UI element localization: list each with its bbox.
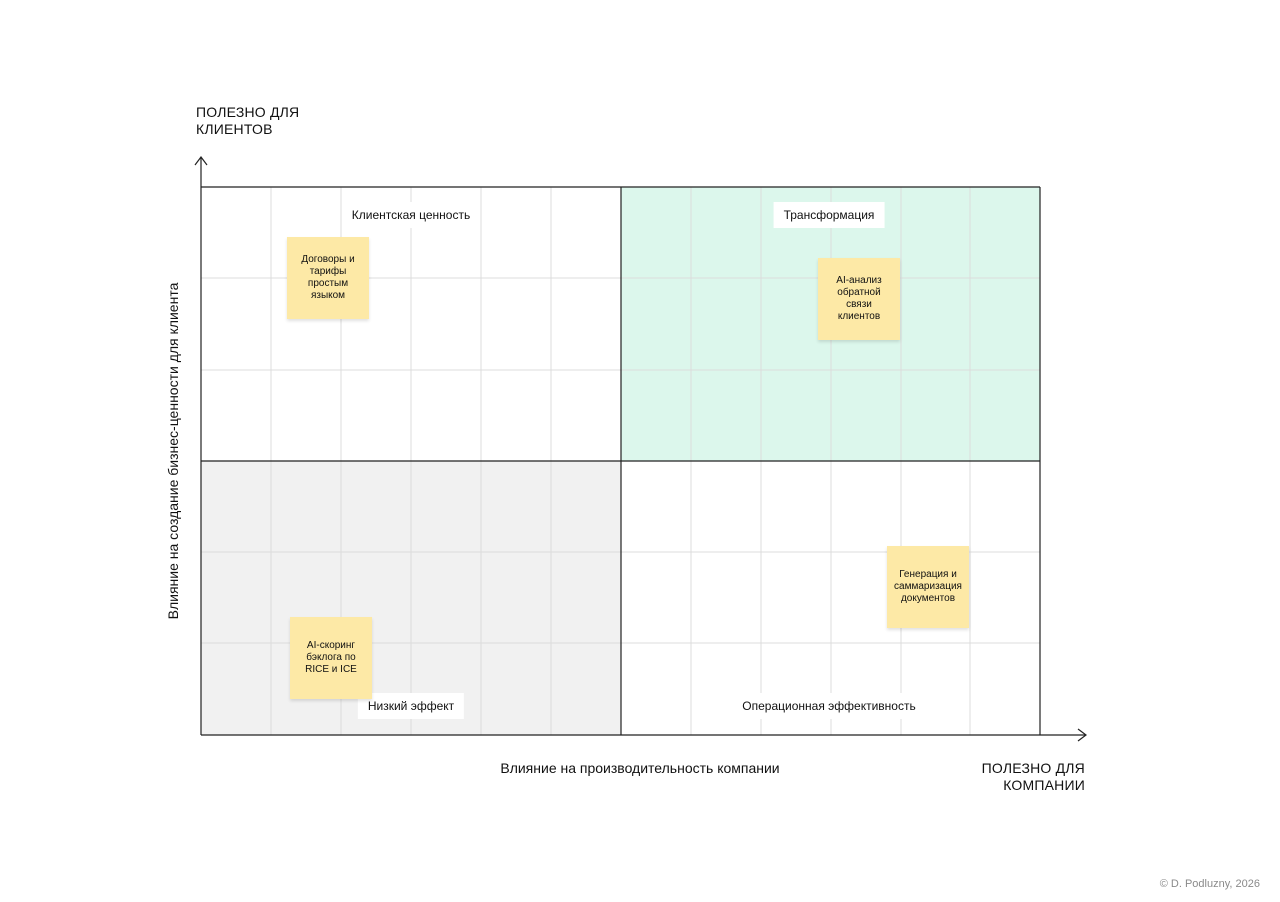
x-axis-end-title-line: ПОЛЕЗНО ДЛЯ xyxy=(981,760,1085,776)
sticky-line: документов xyxy=(900,593,956,604)
sticky-line: AI-скоринг xyxy=(306,640,356,651)
sticky-note-feedback[interactable]: AI-анализ обратной связи клиентов xyxy=(818,258,900,340)
sticky-note-text: AI-скоринг бэклога по RICE и ICE xyxy=(305,640,357,676)
sticky-note-text: AI-анализ обратной связи клиентов xyxy=(836,275,881,323)
sticky-line: клиентов xyxy=(837,311,881,322)
quadrant-borders xyxy=(201,186,1041,735)
sticky-note-text: Генерация и саммаризация документов xyxy=(894,569,962,605)
sticky-line: связи xyxy=(846,299,872,310)
sticky-line: обратной xyxy=(837,287,881,298)
y-axis-end-title-line: КЛИЕНТОВ xyxy=(196,121,273,137)
quadrant-label-low-effect: Низкий эффект xyxy=(357,693,465,719)
x-axis-end-title-line: КОМПАНИИ xyxy=(1003,777,1085,793)
sticky-line: саммаризация xyxy=(894,581,962,592)
sticky-note-docs[interactable]: Генерация и саммаризация документов xyxy=(887,546,969,628)
sticky-line: RICE и ICE xyxy=(305,664,357,675)
sticky-line: Договоры и xyxy=(301,254,355,265)
y-axis-label: Влияние на создание бизнес-ценности для … xyxy=(165,282,181,620)
quadrant-label-transformation: Трансформация xyxy=(773,202,885,228)
sticky-note-contracts[interactable]: Договоры и тарифы простым языком xyxy=(287,237,369,319)
sticky-note-text: Договоры и тарифы простым языком xyxy=(301,254,354,302)
footer-credit: © D. Podluzny, 2026 xyxy=(1159,878,1260,890)
quadrant-label-client-value: Клиентская ценность xyxy=(341,202,481,228)
x-axis-label: Влияние на производительность компании xyxy=(500,760,780,776)
sticky-line: языком xyxy=(310,290,346,301)
sticky-line: бэклога по xyxy=(306,652,356,663)
sticky-line: простым xyxy=(307,278,349,289)
y-axis-end-title-line: ПОЛЕЗНО ДЛЯ xyxy=(196,104,300,120)
quadrant-label-operational-efficiency: Операционная эффективность xyxy=(732,693,926,719)
y-axis-arrowhead xyxy=(194,156,208,166)
x-axis-arrowhead xyxy=(1077,728,1087,742)
axes xyxy=(194,156,1087,742)
sticky-line: Генерация и xyxy=(899,569,957,580)
sticky-note-scoring[interactable]: AI-скоринг бэклога по RICE и ICE xyxy=(290,617,372,699)
sticky-line: AI-анализ xyxy=(836,275,882,286)
x-axis-end-title: ПОЛЕЗНО ДЛЯ КОМПАНИИ xyxy=(960,760,1085,794)
y-axis-end-title: ПОЛЕЗНО ДЛЯ КЛИЕНТОВ xyxy=(196,104,299,138)
sticky-line: тарифы xyxy=(309,266,347,277)
